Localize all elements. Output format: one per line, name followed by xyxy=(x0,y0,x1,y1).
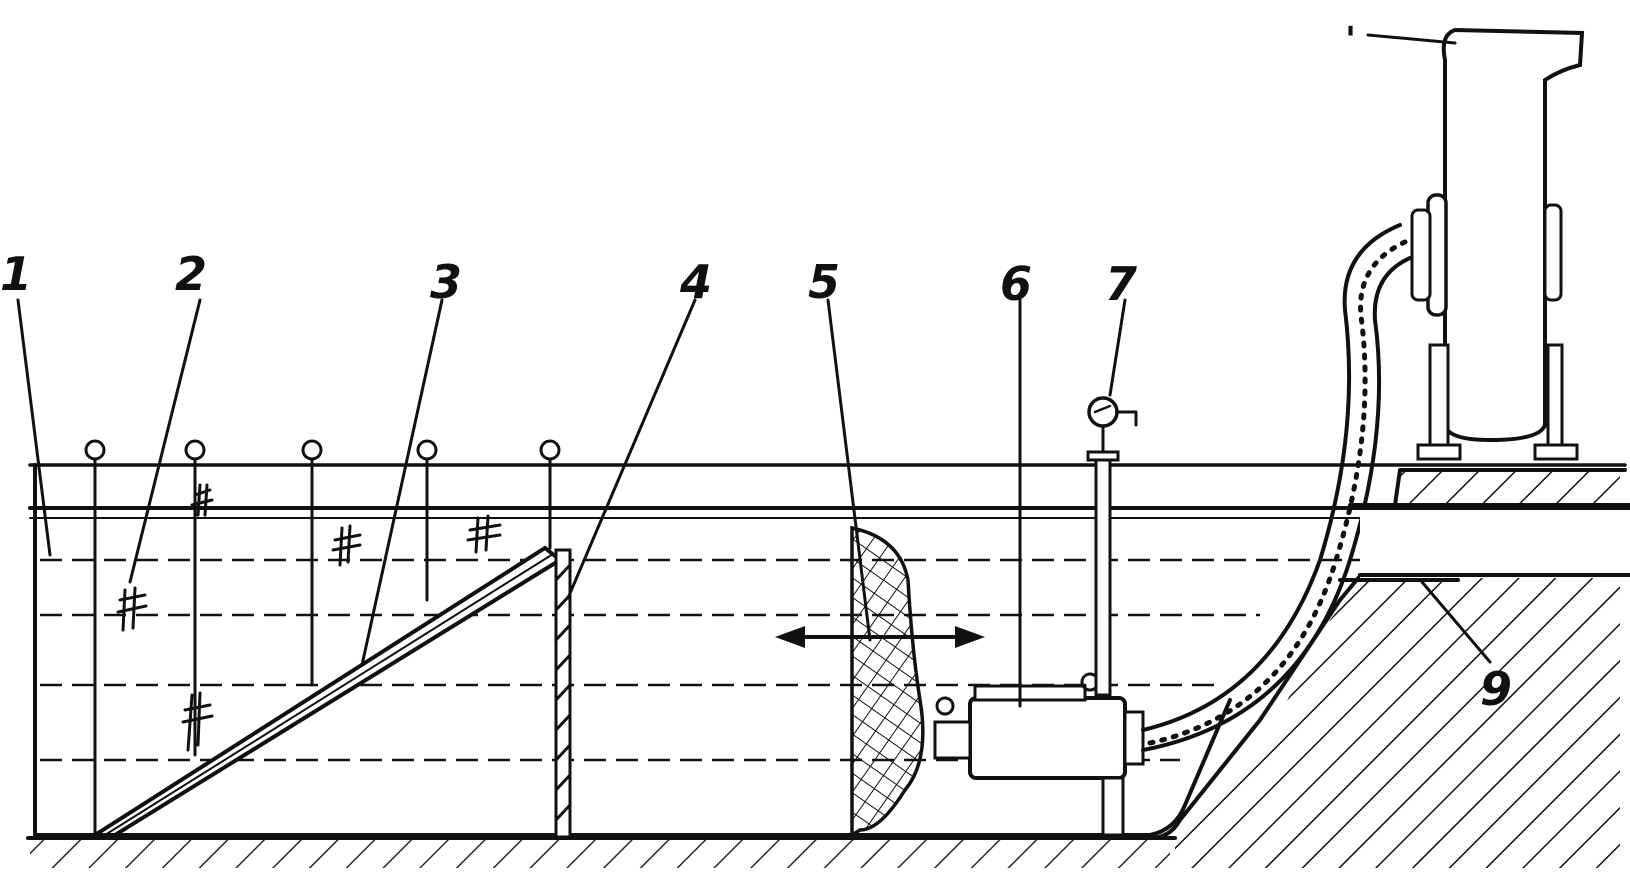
outflow-channel xyxy=(1338,503,1630,582)
label-5: 5 xyxy=(808,255,840,309)
label-2: 2 xyxy=(175,247,207,301)
gauge-column xyxy=(1086,450,1120,697)
movable-net xyxy=(850,525,925,839)
double-arrow-icon xyxy=(775,626,985,648)
label-7: 7 xyxy=(1105,257,1137,311)
label-8: ' xyxy=(1345,20,1356,61)
grating xyxy=(554,548,572,839)
net-hatch-icon xyxy=(116,483,502,752)
label-6: 6 xyxy=(1000,257,1032,311)
pressure-gauge-icon xyxy=(1087,396,1138,454)
label-4: 4 xyxy=(679,255,712,309)
part-labels: 1 2 3 4 5 6 7 ' 9 xyxy=(0,20,1512,716)
pump xyxy=(933,672,1145,837)
leader-lines xyxy=(16,33,1492,708)
label-3: 3 xyxy=(430,255,462,309)
flexible-hose xyxy=(1141,223,1412,752)
stakes xyxy=(84,439,561,837)
ramp xyxy=(88,545,564,837)
water-lines xyxy=(40,558,1360,762)
label-9: 9 xyxy=(1480,662,1512,716)
ground-bottom xyxy=(26,836,1177,868)
motor xyxy=(1410,27,1585,461)
label-1: 1 xyxy=(0,247,32,301)
